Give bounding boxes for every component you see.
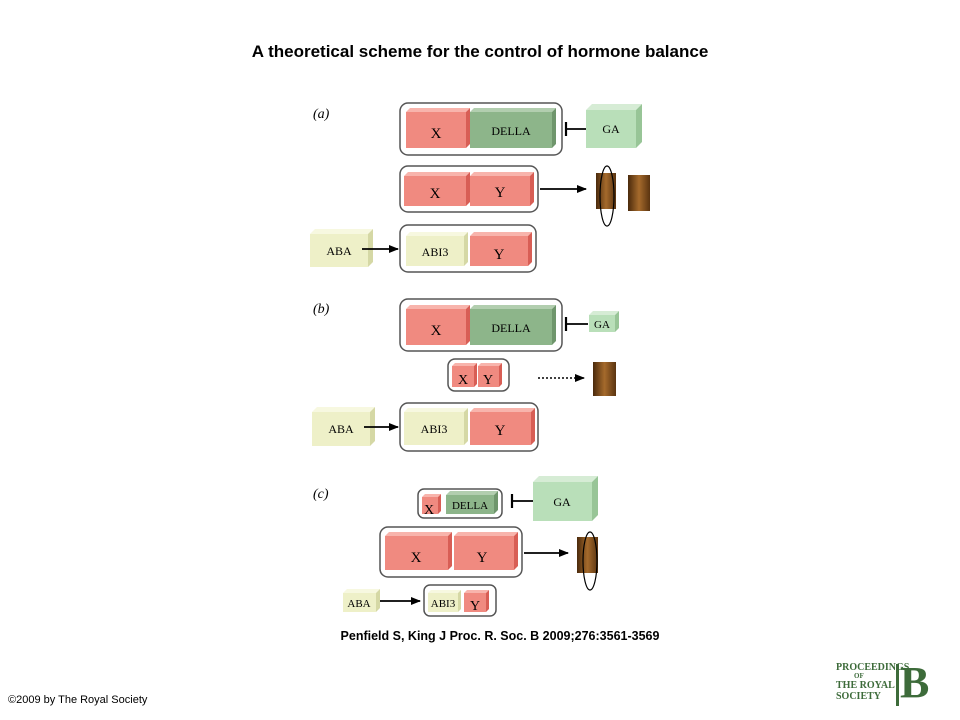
panel-a-label: (a) (313, 107, 330, 122)
seed-c-germinating (577, 531, 598, 591)
block-a3-y-label: Y (494, 247, 505, 263)
seed-a-dormant (628, 175, 650, 211)
complex-c-abi3-y-outline (423, 584, 497, 617)
block-b2-y-label: Y (483, 373, 493, 388)
figure-title: A theoretical scheme for the control of … (251, 42, 709, 61)
block-b-aba: ABA (312, 407, 375, 446)
block-c-ga: GA (533, 476, 598, 521)
complex-c-x-della-outline (417, 488, 503, 519)
block-c2-y: Y (454, 532, 518, 570)
block-a2-x: X (404, 172, 470, 206)
block-b-ga: GA (589, 311, 619, 332)
logo-wordmark: PROCEEDINGS OF THE ROYAL SOCIETY (836, 662, 909, 702)
copyright-notice: ©2009 by The Royal Society (8, 694, 148, 706)
block-b-ga-label: GA (594, 319, 610, 331)
block-b-aba-label: ABA (328, 422, 354, 436)
logo-line-4: SOCIETY (836, 691, 882, 702)
complex-b-xy-outline (447, 358, 510, 392)
block-b-x-label: X (431, 323, 442, 339)
complex-b-abi3-y-outline (399, 402, 539, 452)
block-a-ga: GA (586, 104, 642, 148)
block-b-abi3: ABI3 (404, 408, 468, 445)
block-c-ga-label: GA (553, 495, 571, 509)
proceedings-b-logo: PROCEEDINGS OF THE ROYAL SOCIETY B (836, 658, 929, 708)
logo-line-1: PROCEEDINGS (836, 662, 910, 673)
block-b3-y-label: Y (495, 423, 506, 439)
block-a2-y: Y (470, 172, 534, 206)
block-b-della: DELLA (470, 305, 556, 345)
logo-line-3: THE ROYAL (836, 680, 895, 691)
block-c-della: DELLA (446, 491, 498, 514)
panel-c-label: (c) (313, 487, 329, 502)
block-a2-x-label: X (430, 186, 441, 202)
block-c-x: X (422, 494, 441, 518)
complex-a-abi3-y-outline (399, 224, 537, 273)
block-a-aba: ABA (310, 229, 373, 267)
block-a-abi3: ABI3 (406, 232, 468, 266)
block-c-x-label: X (424, 503, 434, 518)
block-c3-y: Y (464, 590, 489, 614)
inhibit-c-ga (510, 494, 533, 508)
block-b2-y: Y (478, 363, 502, 388)
block-a-ga-label: GA (602, 122, 620, 136)
block-b2-x: X (452, 363, 477, 388)
block-c-aba-label: ABA (347, 598, 370, 610)
logo-letter: B (900, 658, 930, 707)
complex-b-x-della-outline (399, 298, 563, 352)
block-c3-y-label: Y (470, 599, 480, 614)
block-c-abi3-label: ABI3 (431, 598, 456, 610)
block-c2-x-label: X (411, 550, 422, 566)
block-a-x: X (406, 108, 470, 148)
inhibit-a-ga (564, 122, 586, 136)
panel-b-label: (b) (313, 302, 330, 317)
block-a-abi3-label: ABI3 (422, 245, 449, 259)
inhibit-b-ga (564, 317, 588, 331)
block-a-aba-label: ABA (326, 244, 352, 258)
block-b3-y: Y (470, 408, 535, 445)
block-c-della-label: DELLA (452, 500, 488, 512)
block-a2-y-label: Y (495, 185, 506, 201)
block-c2-x: X (385, 532, 452, 570)
block-b-x: X (406, 305, 470, 345)
seed-a-germinating (596, 165, 616, 227)
seed-b-dormant (593, 362, 616, 396)
block-b-abi3-label: ABI3 (421, 422, 448, 436)
citation: Penfield S, King J Proc. R. Soc. B 2009;… (340, 629, 660, 643)
complex-a-x-della-outline (399, 102, 563, 156)
block-b2-x-label: X (458, 373, 468, 388)
block-a-della: DELLA (470, 108, 556, 148)
block-b-della-label: DELLA (491, 321, 531, 335)
block-a-x-label: X (431, 126, 442, 142)
block-c2-y-label: Y (477, 550, 488, 566)
block-c-aba: ABA (343, 589, 380, 612)
block-a3-y: Y (470, 232, 532, 266)
block-a-della-label: DELLA (491, 124, 531, 138)
complex-c-xy-outline (379, 526, 523, 578)
complex-a-xy-outline (399, 165, 539, 213)
block-c-abi3: ABI3 (428, 590, 461, 612)
logo-divider (896, 664, 899, 706)
logo-line-2: OF (854, 672, 864, 680)
